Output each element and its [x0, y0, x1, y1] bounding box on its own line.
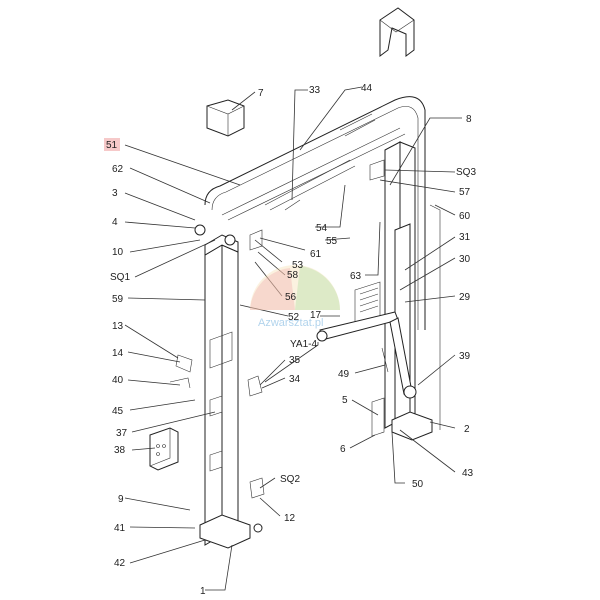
label-55: 55 — [326, 236, 338, 247]
label-34: 34 — [289, 374, 301, 385]
watermark-text: Azwarsztat.pl — [258, 317, 323, 329]
label-3: 3 — [112, 188, 118, 199]
label-8: 8 — [466, 114, 472, 125]
leader-lines — [124, 86, 462, 591]
label-14: 14 — [112, 348, 124, 359]
label-17: 17 — [310, 310, 322, 321]
box-part-drawing — [206, 99, 245, 137]
label-39: 39 — [459, 351, 471, 362]
label-42: 42 — [114, 558, 126, 569]
label-sq3: SQ3 — [456, 167, 476, 178]
label-57: 57 — [459, 187, 471, 198]
label-30: 30 — [459, 254, 471, 265]
label-61: 61 — [310, 249, 322, 260]
label-51: 51 — [106, 140, 118, 151]
label-62: 62 — [112, 164, 124, 175]
control-box-drawing — [149, 427, 179, 471]
label-56: 56 — [285, 292, 297, 303]
label-58: 58 — [287, 270, 299, 281]
label-4: 4 — [112, 217, 118, 228]
label-31: 31 — [459, 232, 471, 243]
lift-arm-drawing — [316, 311, 417, 399]
label-45: 45 — [112, 406, 124, 417]
label-1: 1 — [200, 586, 206, 597]
label-sq2: SQ2 — [280, 474, 300, 485]
label-40: 40 — [112, 375, 124, 386]
label-53: 53 — [292, 260, 304, 271]
label-44: 44 — [361, 83, 373, 94]
label-59: 59 — [112, 294, 124, 305]
label-33: 33 — [309, 85, 321, 96]
label-9: 9 — [118, 494, 124, 505]
label-37: 37 — [116, 428, 128, 439]
part-labels: 51 62 3 4 10 SQ1 59 13 14 40 45 37 38 9 … — [106, 83, 476, 597]
label-10: 10 — [112, 247, 124, 258]
left-column-drawing — [194, 224, 251, 549]
label-41: 41 — [114, 523, 126, 534]
label-6: 6 — [340, 444, 346, 455]
label-sq1: SQ1 — [110, 272, 130, 283]
label-52: 52 — [288, 312, 300, 323]
label-7: 7 — [258, 88, 264, 99]
cap-part-drawing — [379, 7, 415, 57]
label-43: 43 — [462, 468, 474, 479]
label-ya1-4: YA1-4 — [290, 339, 317, 350]
label-35: 35 — [289, 355, 301, 366]
label-12: 12 — [284, 513, 296, 524]
label-51-highlight — [104, 138, 120, 151]
label-54: 54 — [316, 223, 328, 234]
lift-structure — [149, 7, 441, 549]
label-63: 63 — [350, 271, 362, 282]
label-50: 50 — [412, 479, 424, 490]
label-29: 29 — [459, 292, 471, 303]
label-60: 60 — [459, 211, 471, 222]
label-49: 49 — [338, 369, 350, 380]
label-2: 2 — [464, 424, 470, 435]
label-13: 13 — [112, 321, 124, 332]
label-38: 38 — [114, 445, 126, 456]
watermark: Azwarsztat.pl — [250, 265, 340, 329]
label-5: 5 — [342, 395, 348, 406]
overhead-beam-drawing — [204, 96, 441, 430]
